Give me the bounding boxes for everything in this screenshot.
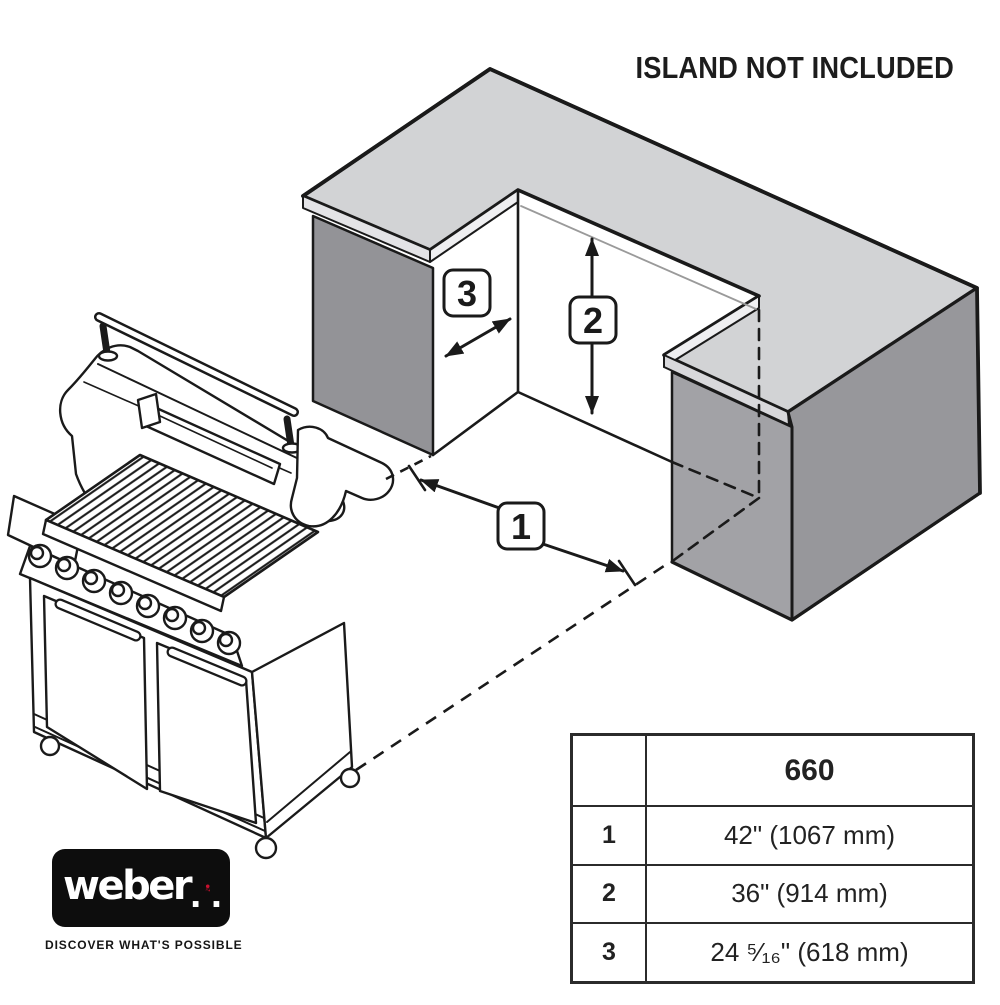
callout-2-label: 2 [583, 300, 603, 341]
table-model-header: 660 [645, 736, 972, 805]
projection-lines [355, 454, 671, 772]
kettle-period: . [210, 872, 222, 916]
weber-logo-box: weber. . [52, 849, 230, 927]
table-value-1: 42" (1067 mm) [645, 805, 972, 864]
table-ref-2: 2 [573, 863, 645, 923]
table-ref-3: 3 [573, 922, 645, 981]
grill-cart-side [250, 621, 354, 840]
island-hidden-edges [670, 308, 761, 562]
grill-firebox-rim [41, 518, 226, 613]
table-value-2: 36" (914 mm) [645, 863, 972, 923]
weber-wordmark-period: . [190, 872, 202, 916]
weber-kettle-icon [205, 884, 211, 892]
table-ref-1: 1 [573, 805, 645, 864]
table-value-3: 24 ⁵⁄₁₆" (618 mm) [645, 922, 972, 981]
page-title: ISLAND NOT INCLUDED [635, 50, 954, 85]
dimension-1-arrow-left [419, 478, 507, 512]
dimension-3-arrow [444, 317, 512, 358]
callout-1: 1 [496, 501, 546, 551]
table-corner-cell [573, 736, 645, 805]
dimension-1-tick-left [407, 464, 427, 492]
weber-wordmark: weber [63, 863, 193, 909]
dimension-graphics [407, 237, 637, 587]
dimension-1-arrow-right [535, 540, 625, 573]
grill-casters [39, 735, 361, 860]
callout-1-label: 1 [511, 506, 531, 547]
grill-side-table [289, 425, 395, 528]
callout-3-label: 3 [457, 273, 477, 314]
grill-lid-latch [136, 392, 162, 430]
projection-line-top [385, 454, 432, 481]
dimensions-table: 660 1 42" (1067 mm) 2 36" (914 mm) 3 24 … [570, 733, 975, 984]
grill-knobs [27, 543, 242, 656]
dimension-1-tick-right [617, 559, 637, 587]
grill-illustration [6, 312, 395, 860]
weber-logo: weber. . [52, 849, 230, 927]
weber-tagline: DISCOVER WHAT'S POSSIBLE [45, 938, 243, 952]
callout-3: 3 [442, 268, 492, 318]
callout-2: 2 [568, 295, 618, 345]
island-illustration [301, 67, 982, 622]
